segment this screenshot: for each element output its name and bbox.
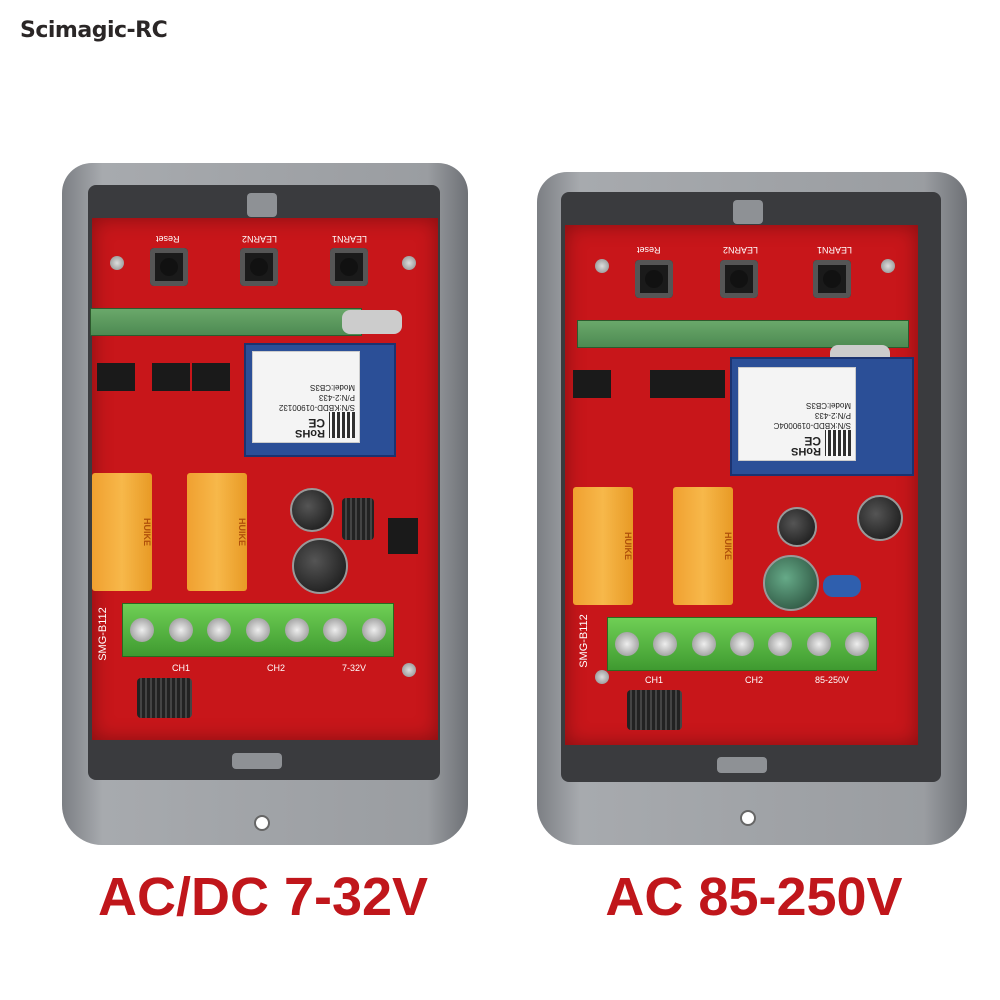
model-text: Model:CB3S bbox=[806, 401, 851, 410]
screw bbox=[402, 663, 416, 677]
terminal-label-ch2: CH2 bbox=[745, 675, 764, 685]
terminal-block[interactable] bbox=[607, 617, 877, 671]
terminal-screw[interactable] bbox=[615, 632, 640, 656]
model-text: Model:CB3S bbox=[310, 383, 355, 392]
pcb: Reset LEARN2 LEARN1 RoHS CE S/N:KBDD-019… bbox=[90, 218, 438, 740]
terminal-screw[interactable] bbox=[768, 632, 793, 656]
ic bbox=[687, 370, 725, 398]
terminal-screw[interactable] bbox=[691, 632, 716, 656]
screw bbox=[110, 256, 124, 270]
rf-receiver-strip bbox=[577, 320, 909, 348]
learn1-button[interactable] bbox=[813, 260, 851, 298]
caption-right: AC 85-250V bbox=[605, 867, 903, 927]
terminal-screw[interactable] bbox=[245, 618, 270, 642]
learn2-label: LEARN2 bbox=[723, 245, 759, 255]
terminal-screw[interactable] bbox=[653, 632, 678, 656]
bottom-latch bbox=[717, 757, 767, 773]
terminal-block[interactable] bbox=[122, 603, 394, 657]
board-label: SMG-B112 bbox=[96, 607, 109, 661]
terminal-label-ch1: CH1 bbox=[172, 663, 191, 673]
wifi-module: RoHS CE S/N:KBDD-0190004C P/N:2-433 Mode… bbox=[730, 357, 914, 476]
screw bbox=[595, 670, 609, 684]
module-label: RoHS CE S/N:KBDD-01900132 P/N:2-433 Mode… bbox=[252, 351, 360, 443]
capacitor bbox=[290, 488, 334, 532]
capacitor bbox=[777, 507, 817, 547]
screw bbox=[402, 256, 416, 270]
receiver-right: Reset LEARN2 LEARN1 RoHS CE S/N:KBDD-019… bbox=[537, 172, 967, 845]
top-tab bbox=[733, 200, 763, 224]
terminal-screw[interactable] bbox=[168, 618, 193, 642]
brand-logo: Scimagic-RC bbox=[20, 18, 168, 43]
qr-code bbox=[329, 412, 355, 438]
module-label: RoHS CE S/N:KBDD-0190004C P/N:2-433 Mode… bbox=[738, 367, 856, 461]
receiver-left: Reset LEARN2 LEARN1 RoHS CE S/N:KBDD-019… bbox=[62, 163, 468, 845]
film-capacitor bbox=[823, 575, 861, 597]
terminal-screw[interactable] bbox=[361, 618, 386, 642]
pn-text: P/N:2-433 bbox=[318, 393, 355, 402]
terminal-screw[interactable] bbox=[729, 632, 754, 656]
terminal-screw[interactable] bbox=[844, 632, 869, 656]
ic bbox=[573, 370, 611, 398]
terminal-screw[interactable] bbox=[323, 618, 348, 642]
pcb: Reset LEARN2 LEARN1 RoHS CE S/N:KBDD-019… bbox=[565, 225, 918, 745]
terminal-label-power: 85-250V bbox=[815, 675, 850, 685]
relay-2: HUIKE bbox=[187, 473, 247, 591]
bottom-latch bbox=[232, 753, 282, 769]
capacitor bbox=[763, 555, 819, 611]
ic bbox=[388, 518, 418, 554]
relay-1: HUIKE bbox=[573, 487, 633, 605]
crystal bbox=[342, 310, 402, 334]
sn-text: S/N:KBDD-01900132 bbox=[278, 403, 355, 412]
reset-button[interactable] bbox=[635, 260, 673, 298]
relay-1: HUIKE bbox=[92, 473, 152, 591]
reset-label: Reset bbox=[637, 245, 661, 255]
sn-text: S/N:KBDD-0190004C bbox=[773, 421, 851, 430]
inductor bbox=[342, 498, 374, 540]
rf-receiver-strip bbox=[90, 308, 362, 336]
learn1-label: LEARN1 bbox=[817, 245, 853, 255]
terminal-label-ch1: CH1 bbox=[645, 675, 664, 685]
reset-button[interactable] bbox=[150, 248, 188, 286]
mount-hole bbox=[254, 815, 270, 831]
antenna-coil bbox=[137, 678, 192, 718]
terminal-screw[interactable] bbox=[207, 618, 232, 642]
relay-2: HUIKE bbox=[673, 487, 733, 605]
terminal-screw[interactable] bbox=[806, 632, 831, 656]
mount-hole bbox=[740, 810, 756, 826]
learn2-button[interactable] bbox=[720, 260, 758, 298]
caption-left: AC/DC 7-32V bbox=[97, 867, 429, 927]
ic bbox=[192, 363, 230, 391]
learn2-button[interactable] bbox=[240, 248, 278, 286]
terminal-label-ch2: CH2 bbox=[267, 663, 286, 673]
screw bbox=[595, 259, 609, 273]
terminal-screw[interactable] bbox=[130, 618, 155, 642]
pn-text: P/N:2-433 bbox=[814, 411, 851, 420]
qr-code bbox=[825, 430, 851, 456]
ic bbox=[650, 370, 688, 398]
learn2-label: LEARN2 bbox=[242, 234, 278, 244]
wifi-module: RoHS CE S/N:KBDD-01900132 P/N:2-433 Mode… bbox=[244, 343, 396, 457]
terminal-label-power: 7-32V bbox=[342, 663, 367, 673]
ic bbox=[97, 363, 135, 391]
capacitor bbox=[292, 538, 348, 594]
top-tab bbox=[247, 193, 277, 217]
ic bbox=[152, 363, 190, 391]
screw bbox=[881, 259, 895, 273]
antenna-coil bbox=[627, 690, 682, 730]
transformer bbox=[857, 495, 903, 541]
learn1-button[interactable] bbox=[330, 248, 368, 286]
reset-label: Reset bbox=[156, 234, 180, 244]
terminal-screw[interactable] bbox=[284, 618, 309, 642]
board-label: SMG-B112 bbox=[577, 614, 590, 668]
learn1-label: LEARN1 bbox=[332, 234, 368, 244]
